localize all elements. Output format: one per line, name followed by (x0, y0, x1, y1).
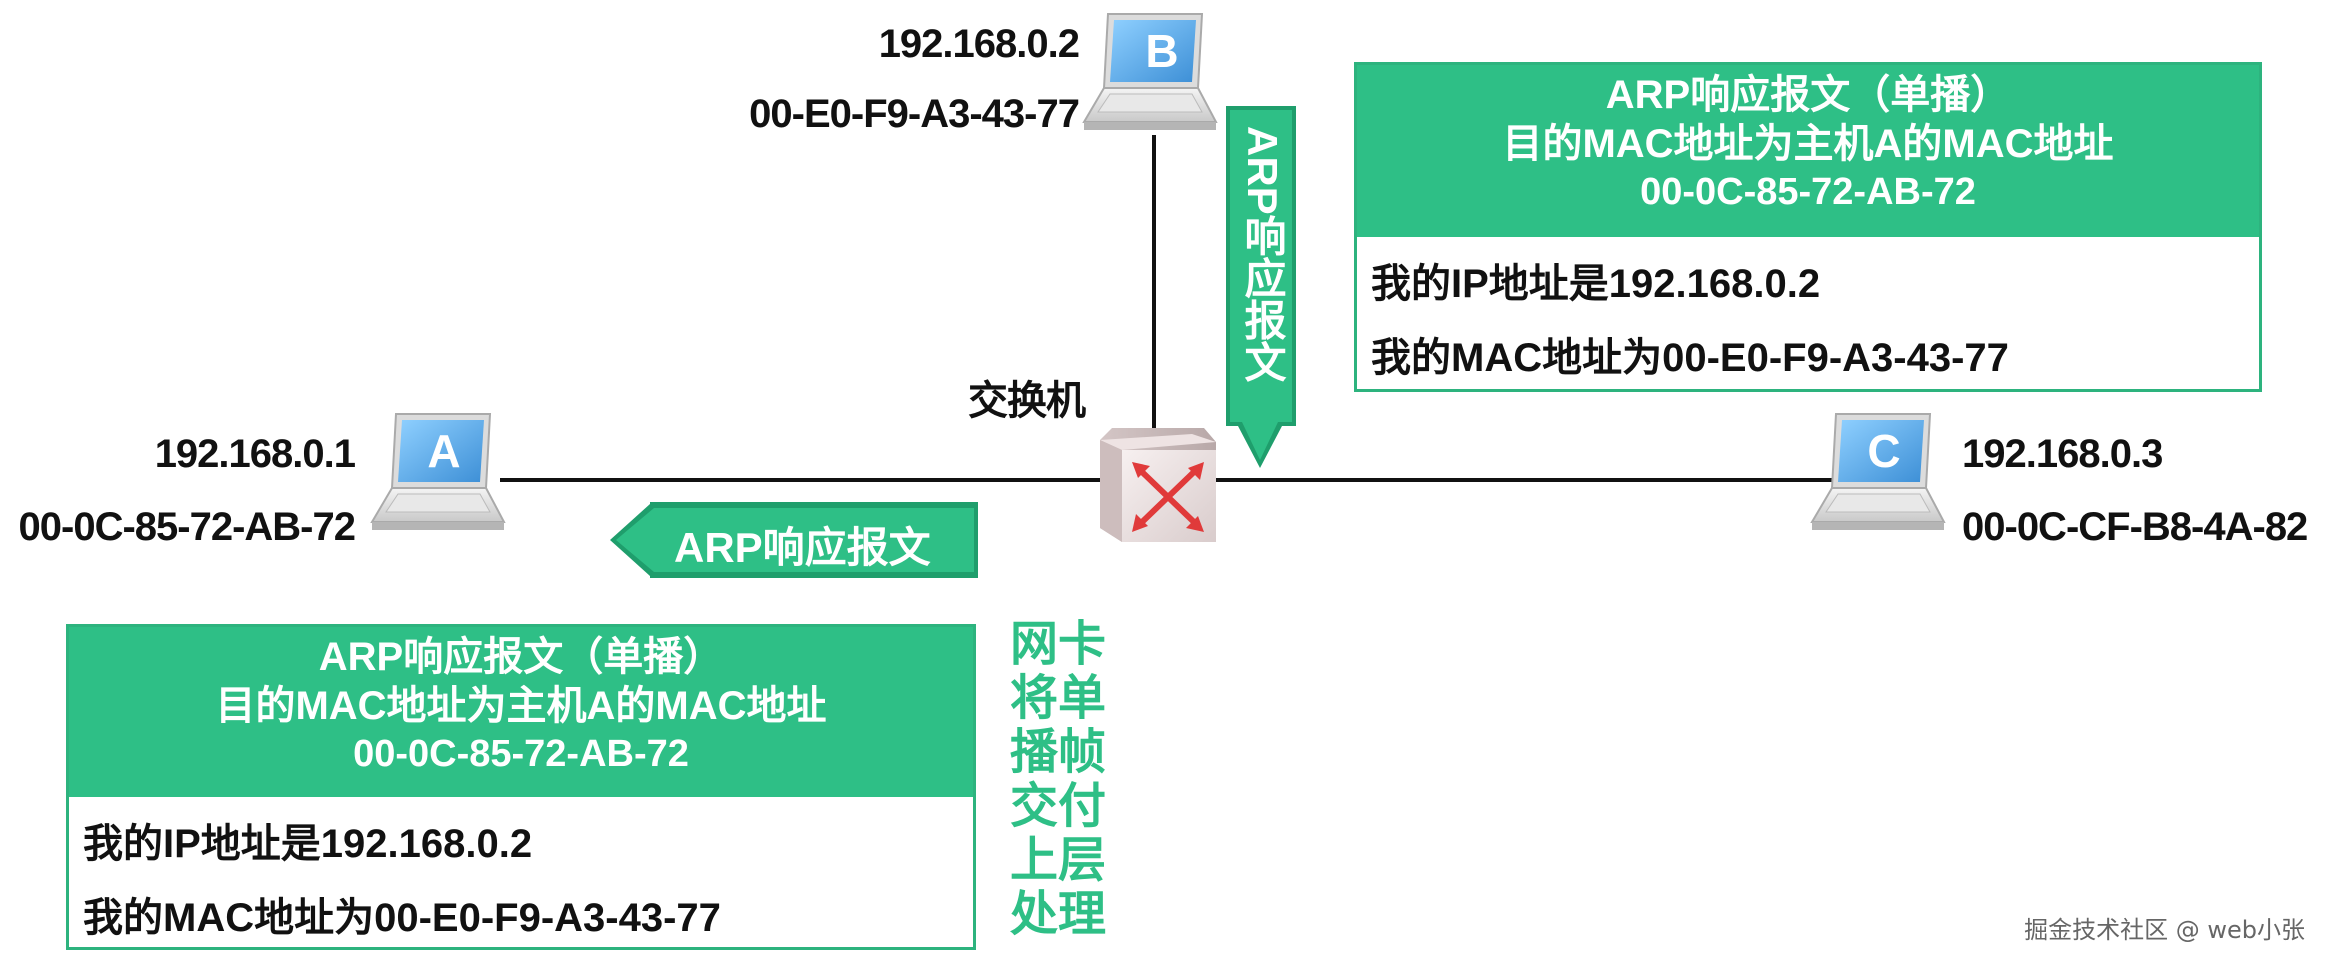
nic-note-line: 将单 (1010, 672, 1107, 725)
watermark: 掘金技术社区 @ web小张 (2024, 916, 2305, 944)
arp-reply-header: ARP响应报文（单播） 目的MAC地址为主机A的MAC地址 00-0C-85-7… (1357, 65, 2259, 237)
arp-reply-dest: 目的MAC地址为主机A的MAC地址 (1502, 121, 2114, 166)
host-letter: B (1145, 25, 1179, 77)
cable-a-switch (500, 478, 1220, 482)
nic-note-line: 上层 (1010, 834, 1107, 887)
host-a-ip: 192.168.0.1 (154, 432, 356, 476)
down-arrow-label: ARP响应报文 (1239, 126, 1286, 383)
cable-b-switch (1152, 135, 1156, 450)
arp-reply-box-bottom: ARP响应报文（单播） 目的MAC地址为主机A的MAC地址 00-0C-85-7… (66, 624, 976, 950)
arrp-response-down-arrow: ARP响应报文 (1220, 104, 1302, 470)
arp-reply-box-top: ARP响应报文（单播） 目的MAC地址为主机A的MAC地址 00-0C-85-7… (1354, 62, 2262, 392)
left-arrow-label: ARP响应报文 (674, 524, 931, 571)
arp-reply-mac-line: 我的MAC地址为00-E0-F9-A3-43-77 (1371, 336, 2009, 380)
cable-switch-c (1215, 478, 1865, 482)
host-b-mac: 00-E0-F9-A3-43-77 (749, 92, 1080, 136)
arp-reply-dest-mac: 00-0C-85-72-AB-72 (353, 732, 689, 775)
host-b-ip: 192.168.0.2 (878, 22, 1080, 66)
host-c-ip: 192.168.0.3 (1962, 432, 2163, 476)
nic-note-line: 处理 (1010, 888, 1107, 941)
arp-reply-mac-line: 我的MAC地址为00-E0-F9-A3-43-77 (83, 896, 721, 940)
laptop-icon: A (368, 410, 508, 540)
switch-label: 交换机 (968, 379, 1086, 423)
arp-reply-dest: 目的MAC地址为主机A的MAC地址 (215, 683, 827, 728)
arp-reply-title: ARP响应报文（单播） (1605, 73, 2011, 117)
host-letter: C (1867, 425, 1901, 477)
arp-response-left-arrow: ARP响应报文 (608, 500, 980, 580)
nic-note-line: 播帧 (1010, 726, 1107, 779)
host-c-mac: 00-0C-CF-B8-4A-82 (1962, 505, 2308, 549)
arp-reply-ip-line: 我的IP地址是192.168.0.2 (83, 822, 533, 866)
host-letter: A (427, 425, 461, 477)
arp-reply-title: ARP响应报文（单播） (318, 635, 724, 679)
nic-note-line: 网卡 (1010, 618, 1107, 671)
switch-icon (1092, 420, 1222, 555)
arp-reply-ip-line: 我的IP地址是192.168.0.2 (1371, 262, 1821, 306)
host-a-mac: 00-0C-85-72-AB-72 (18, 505, 356, 549)
nic-note-line: 交付 (1010, 780, 1107, 833)
arp-reply-dest-mac: 00-0C-85-72-AB-72 (1640, 170, 1976, 213)
laptop-icon: B (1080, 10, 1220, 140)
nic-note: 网卡 将单 播帧 交付 上层 处理 (1010, 618, 1106, 942)
laptop-icon: C (1808, 410, 1948, 540)
arp-reply-header: ARP响应报文（单播） 目的MAC地址为主机A的MAC地址 00-0C-85-7… (69, 627, 973, 797)
